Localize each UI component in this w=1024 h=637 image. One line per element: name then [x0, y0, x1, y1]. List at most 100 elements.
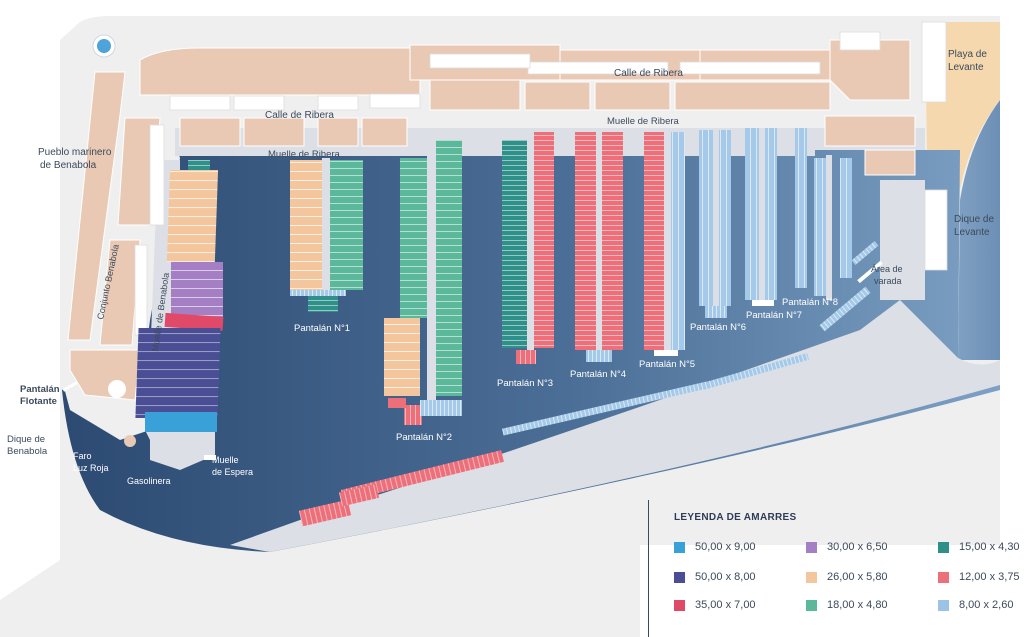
legend-title: LEYENDA DE AMARRES — [674, 512, 797, 523]
pantalan-8-sky-right — [840, 158, 852, 278]
breakwater-coral-berths — [340, 450, 504, 502]
pantalan-2-coral — [404, 405, 422, 425]
pantalan-1-end-sky — [290, 290, 346, 296]
area-varada — [880, 180, 925, 300]
pantalan-1-peach — [290, 160, 322, 290]
pantalan-6-sky-right — [719, 130, 731, 306]
label-gasolinera: Gasolinera — [127, 476, 171, 486]
open-sea — [958, 100, 1000, 360]
pantalan-2-walkway — [427, 140, 436, 405]
pantalan-7-sky-mid — [765, 128, 777, 300]
pantalan-2-coral-small — [388, 398, 406, 408]
berth-30-00-benabola — [171, 262, 223, 317]
pantalan-7-walkway — [759, 128, 765, 306]
legend-swatch — [938, 599, 949, 611]
breakwater-sky-berths-east — [701, 352, 809, 391]
pantalan-3-end — [516, 350, 536, 364]
pantalan-7-end — [752, 300, 774, 306]
berth-26-00-benabola — [166, 170, 219, 262]
label-faro-luz-roja: Faro Luz Roja — [73, 451, 109, 473]
faro-luz-roja-icon — [124, 435, 136, 447]
label-calle-ribera-top: Calle de Ribera — [614, 68, 683, 79]
legend-swatch — [674, 571, 685, 583]
legend-swatch — [674, 599, 685, 611]
varada-ramp-1 — [851, 241, 879, 265]
breakwater-coral-berths-west — [298, 499, 352, 527]
legend-item: 50,00 x 8,00 — [674, 571, 756, 583]
pantalan-flotante-ramp — [62, 381, 78, 392]
varada-berths — [819, 286, 871, 332]
label-pantalan-6: Pantalán N°6 — [690, 322, 746, 333]
pantalan-2-teal-upper — [400, 158, 427, 318]
legend-label: 18,00 x 4,80 — [827, 599, 888, 611]
pantalan-5-walkway — [664, 130, 671, 352]
label-playa-levante: Playa de Levante — [948, 49, 990, 73]
pantalan-6-end — [705, 306, 727, 318]
legend-label: 35,00 x 7,00 — [695, 599, 756, 611]
pantalan-2-teal-right — [436, 140, 462, 396]
legend-label: 12,00 x 3,75 — [959, 571, 1020, 583]
pantalan-6-sky-left — [699, 130, 713, 306]
pantalan-5-sky — [671, 132, 685, 350]
label-dique-levante: Dique de Levante — [954, 214, 997, 238]
legend-label: 15,00 x 4,30 — [959, 541, 1020, 553]
gasolinera-jetty — [150, 430, 215, 470]
label-pueblo-marinero: Pueblo marinero de Benabola — [38, 147, 114, 171]
berth-15-00-left-top — [188, 160, 210, 170]
legend-label: 26,00 x 5,80 — [827, 571, 888, 583]
muelle-espera-icon — [204, 455, 216, 460]
label-calle-ribera-mid: Calle de Ribera — [265, 110, 334, 121]
pantalan-4-coral-left — [575, 132, 596, 350]
legend-item: 35,00 x 7,00 — [674, 599, 756, 611]
pantalan-2-peach — [384, 318, 420, 396]
label-muelle-ribera-right: Muelle de Ribera — [607, 116, 680, 127]
berth-35-00-benabola — [164, 312, 224, 331]
label-pantalan-2: Pantalán N°2 — [396, 432, 452, 443]
pantalan-3-walkway — [527, 135, 534, 350]
water-tank-icon — [97, 39, 111, 53]
pantalan-5-coral — [644, 132, 664, 350]
pantalan-3-coral — [534, 132, 554, 348]
label-pantalan-3: Pantalán N°3 — [497, 378, 553, 389]
legend-item: 50,00 x 9,00 — [674, 541, 756, 553]
legend-swatch — [806, 571, 817, 583]
pantalan-2-sky — [420, 400, 462, 416]
town-white-buildings — [169, 21, 948, 271]
pantalan-7-sky-left — [745, 128, 759, 300]
pantalan-3-dteal — [502, 140, 527, 348]
legend-label: 50,00 x 9,00 — [695, 541, 756, 553]
pantalan-4-coral-right — [602, 132, 623, 350]
legend-swatch — [938, 571, 949, 583]
legend-item: 26,00 x 5,80 — [806, 571, 888, 583]
pantalan-6-walkway — [713, 130, 719, 308]
legend-swatch — [806, 599, 817, 611]
berth-50-00-9-benabola — [145, 412, 217, 432]
pantalan-4-walkway — [596, 130, 602, 352]
legend-swatch — [938, 541, 949, 553]
pantalan-1-teal — [330, 160, 363, 290]
pantalan-1-end — [308, 294, 338, 312]
pantalan-1-walkway — [322, 158, 330, 294]
roundabout-icon — [108, 380, 126, 398]
label-area-varada: Área de varada — [871, 264, 905, 286]
label-dique-benabola: Dique de Benabola — [7, 434, 48, 457]
varada-ramp-2 — [857, 260, 883, 284]
label-pantalan-8: Pantalán N°8 — [782, 297, 838, 308]
legend-swatch — [674, 541, 685, 553]
legend-label: 30,00 x 6,50 — [827, 541, 888, 553]
legend-label: 8,00 x 2,60 — [959, 599, 1014, 611]
label-pantalan-5: Pantalán N°5 — [639, 359, 695, 370]
berth-50-00-8-benabola — [135, 328, 221, 418]
label-muelle-espera: Muelle de Espera — [212, 455, 253, 477]
pantalan-7-sky-right — [795, 128, 807, 288]
left-white-blocks — [134, 124, 165, 336]
legend-label: 50,00 x 8,00 — [695, 571, 756, 583]
pantalan-4-end — [586, 350, 612, 362]
legend-item: 15,00 x 4,30 — [938, 541, 1020, 553]
label-pantalan-7: Pantalán N°7 — [746, 310, 802, 321]
dique-levante-breakwater — [230, 300, 1000, 552]
label-pantalan-1: Pantalán N°1 — [294, 323, 350, 334]
legend-swatch — [806, 541, 817, 553]
pantalan-5-end — [654, 350, 678, 356]
